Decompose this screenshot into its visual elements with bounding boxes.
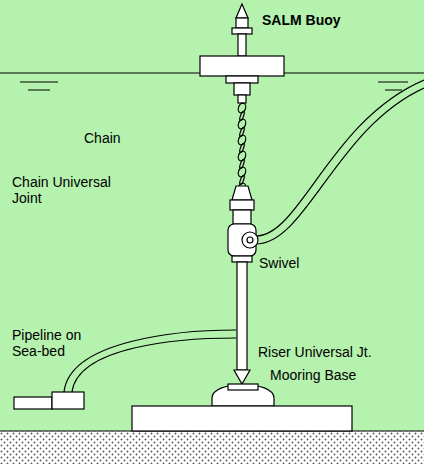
part-label: SALM Buoy [262, 12, 382, 28]
hose [256, 80, 424, 244]
part-label: Chain Universal Joint [12, 174, 124, 206]
seabed [0, 431, 424, 464]
pipeline-end [14, 392, 84, 409]
riser [234, 262, 250, 384]
part-label: Swivel [259, 255, 339, 271]
part-label: Mooring Base [270, 367, 390, 383]
pipeline [64, 330, 236, 392]
chain-universal-joint [230, 186, 254, 224]
chain [237, 102, 247, 194]
swivel [228, 224, 258, 262]
part-label: Chain [84, 130, 164, 146]
part-label: Pipeline on Sea-bed [12, 327, 96, 359]
mooring-base [132, 384, 352, 431]
part-label: Riser Universal Jt. [258, 344, 408, 360]
